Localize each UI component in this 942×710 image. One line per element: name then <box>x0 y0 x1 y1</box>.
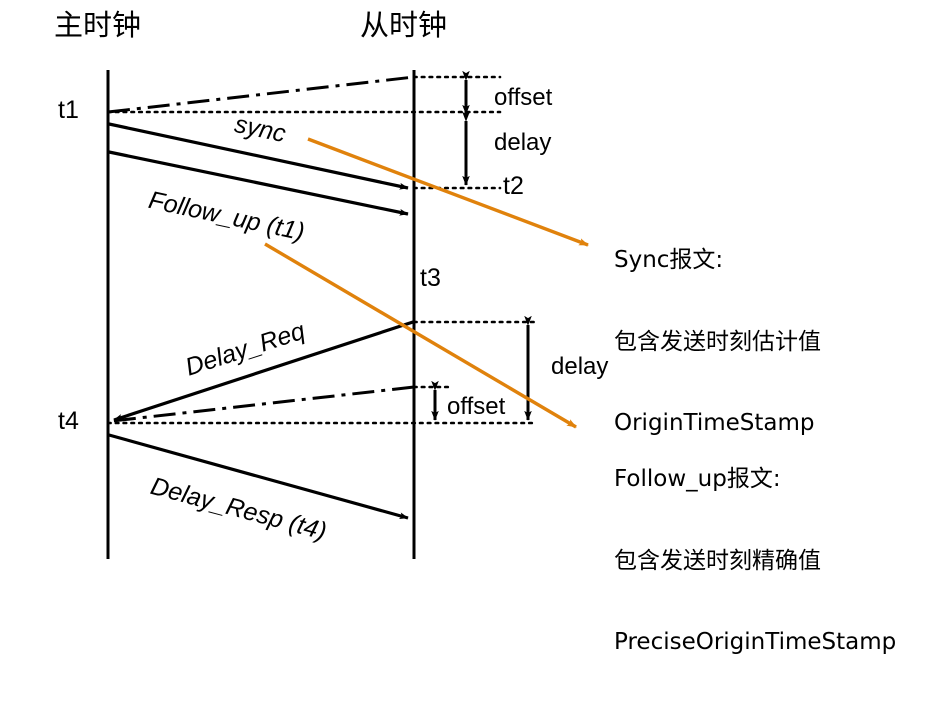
followup-annotation-line3: PreciseOriginTimeStamp <box>614 629 897 655</box>
sync-annotation-line2: 包含发送时刻估计值 <box>614 328 821 355</box>
measurement-arrows <box>431 70 532 421</box>
ptp-timing-diagram: 主时钟 从时钟 t1 t2 t3 t4 offset delay delay o… <box>54 8 896 655</box>
follow-up-arrow <box>108 150 409 216</box>
followup-annotation: Follow_up报文: 包含发送时刻精确值 PreciseOriginTime… <box>614 412 896 710</box>
timestamp-t4: t4 <box>58 407 79 435</box>
projection-guides <box>106 75 538 425</box>
timestamp-t3: t3 <box>420 264 441 292</box>
sync-annotation-line3: OriginTimeStamp <box>614 410 815 436</box>
follow-up-callout-pointer <box>264 242 577 429</box>
callout-pointers <box>264 137 589 429</box>
clock-skew-reference-lines <box>107 75 415 423</box>
sync-annotation-line1: Sync报文: <box>614 247 724 274</box>
offset-label-bottom: offset <box>447 393 506 420</box>
master-clock-title: 主时钟 <box>54 8 142 42</box>
sync-arrow <box>108 122 409 190</box>
message-arrows <box>108 122 414 520</box>
delay-req-arrow <box>113 320 414 422</box>
offset-label-top: offset <box>494 84 553 111</box>
followup-annotation-line2: 包含发送时刻精确值 <box>614 547 821 574</box>
timestamp-t1: t1 <box>58 96 79 124</box>
delay-resp-arrow <box>108 433 409 520</box>
delay-label-top: delay <box>494 129 552 156</box>
followup-annotation-line1: Follow_up报文: <box>614 466 781 493</box>
diagram-canvas <box>106 70 589 559</box>
timestamp-t2: t2 <box>503 172 524 200</box>
slave-clock-title: 从时钟 <box>360 8 448 42</box>
delay-label-bottom: delay <box>551 353 609 380</box>
sync-callout-pointer <box>307 137 589 247</box>
sync-annotation: Sync报文: 包含发送时刻估计值 OriginTimeStamp <box>614 193 821 491</box>
